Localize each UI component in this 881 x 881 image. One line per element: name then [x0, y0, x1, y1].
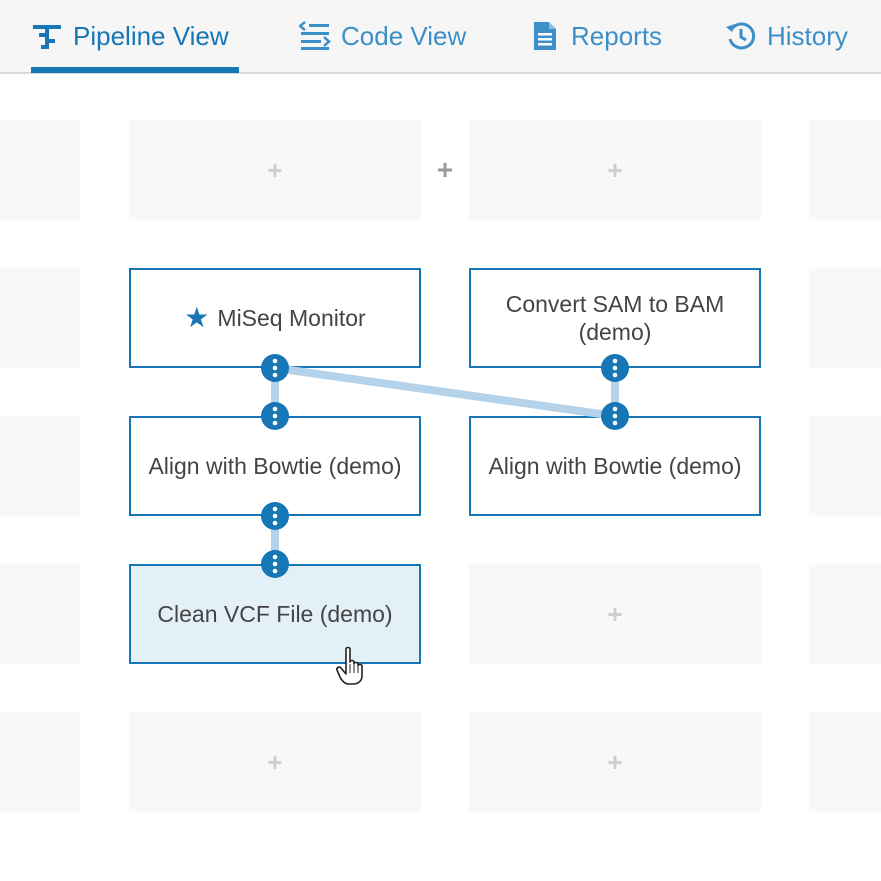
- node-align-with-bowtie[interactable]: Align with Bowtie (demo): [469, 416, 761, 516]
- empty-slot: [809, 268, 881, 368]
- empty-slot[interactable]: +: [469, 120, 761, 220]
- tab-label: History: [767, 20, 848, 51]
- empty-slot: [809, 120, 881, 220]
- port-handle: [601, 402, 629, 430]
- node-miseq-monitor[interactable]: ★ MiSeq Monitor: [129, 268, 421, 368]
- port-handle: [261, 502, 289, 530]
- node-label: Align with Bowtie (demo): [148, 453, 402, 479]
- tab-history[interactable]: History: [725, 0, 848, 72]
- port-handle: [261, 402, 289, 430]
- empty-slot[interactable]: +: [129, 120, 421, 220]
- add-step-button[interactable]: +: [267, 154, 283, 185]
- add-column-button[interactable]: +: [436, 154, 454, 185]
- node-label: MiSeq Monitor: [217, 305, 366, 331]
- active-tab-indicator: [31, 67, 239, 73]
- tab-bar: Pipeline View Code View Reports: [0, 0, 881, 74]
- port-handle: [601, 354, 629, 382]
- add-step-button[interactable]: +: [607, 746, 623, 777]
- node-convert-sam-to-bam[interactable]: Convert SAM to BAM (demo): [469, 268, 761, 368]
- tab-label: Code View: [341, 20, 467, 51]
- add-step-button[interactable]: +: [267, 746, 283, 777]
- empty-slot[interactable]: +: [469, 564, 761, 664]
- tab-label: Pipeline View: [73, 20, 229, 51]
- node-align-with-bowtie[interactable]: Align with Bowtie (demo): [129, 416, 421, 516]
- port-handle: [261, 550, 289, 578]
- hand-cursor-icon: [336, 646, 363, 685]
- add-step-button[interactable]: +: [607, 598, 623, 629]
- report-document-icon: [529, 20, 561, 52]
- tab-reports[interactable]: Reports: [529, 0, 662, 72]
- port-handle: [261, 354, 289, 382]
- empty-slot: [0, 120, 80, 220]
- empty-slot: [0, 268, 80, 368]
- empty-slot: [0, 416, 80, 516]
- empty-slot[interactable]: +: [129, 712, 421, 812]
- star-icon: ★: [184, 302, 210, 333]
- node-label: Clean VCF File (demo): [157, 601, 393, 627]
- node-label: Align with Bowtie (demo): [488, 453, 742, 479]
- empty-slot[interactable]: +: [469, 712, 761, 812]
- add-step-button[interactable]: +: [607, 154, 623, 185]
- pipeline-icon: [31, 20, 63, 52]
- tab-code-view[interactable]: Code View: [299, 0, 466, 72]
- empty-slot: [0, 712, 80, 812]
- empty-slot: [809, 564, 881, 664]
- code-view-icon: [299, 20, 331, 52]
- empty-slot: [809, 416, 881, 516]
- empty-slot: [809, 712, 881, 812]
- node-label: Convert SAM to BAM (demo): [505, 291, 725, 345]
- connector-line: [274, 364, 616, 420]
- history-clock-icon: [725, 20, 757, 52]
- node-clean-vcf-file[interactable]: Clean VCF File (demo): [129, 564, 421, 664]
- empty-slot: [0, 564, 80, 664]
- tab-pipeline-view[interactable]: Pipeline View: [31, 0, 229, 72]
- tab-label: Reports: [571, 20, 663, 51]
